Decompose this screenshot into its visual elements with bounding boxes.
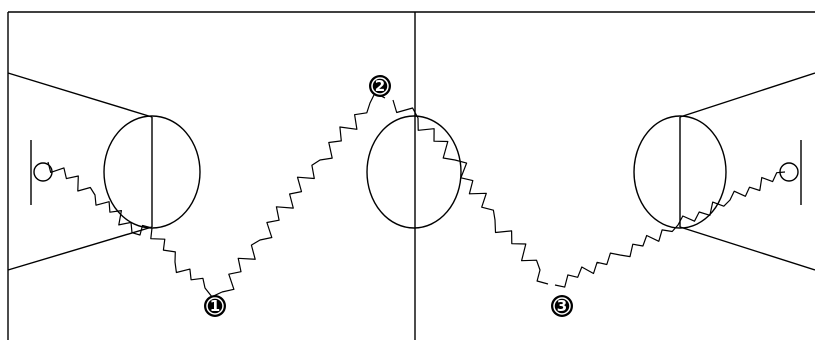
center-circle [366,115,462,229]
dribble-path-1-to-2 [221,92,386,293]
marker-3-label: 3 [557,297,567,315]
right-key-lower-line [679,226,815,271]
marker-1-label: 1 [210,297,220,315]
marker-1: 1 [204,295,226,317]
dribble-path-2-to-3 [392,99,549,285]
right-free-throw-circle [633,115,727,229]
dribble-paths [47,92,786,298]
dribble-path-left-start [47,161,223,298]
left-key-lower-line [7,226,153,271]
marker-2: 2 [369,75,391,97]
dribble-path-3-to-hoop [554,171,786,288]
right-key-upper-line [679,72,815,118]
left-key-upper-line [7,72,153,118]
marker-3: 3 [551,295,573,317]
marker-2-label: 2 [375,77,385,95]
